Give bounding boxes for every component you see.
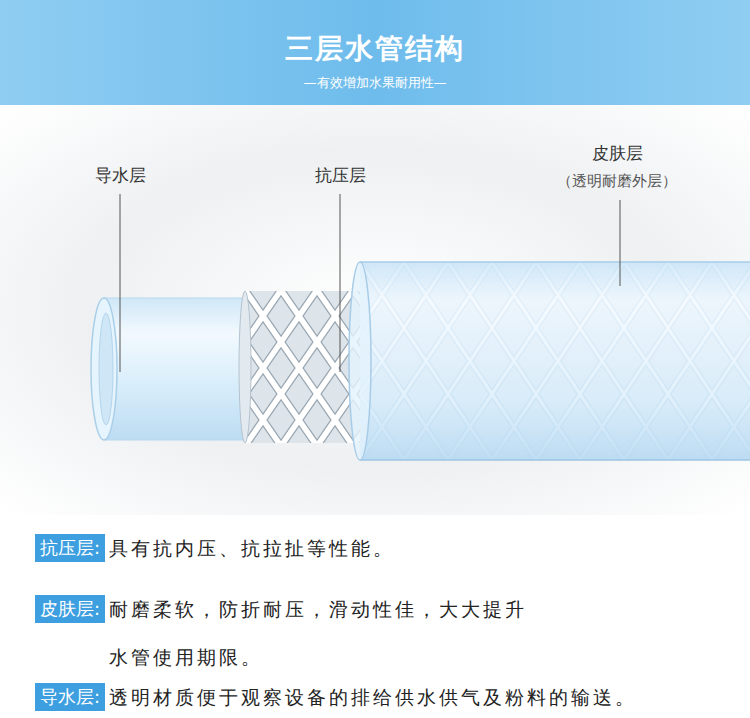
part-name: 抗压层: [315, 164, 366, 187]
layer-description: 具有抗内压、抗拉扯等性能。: [109, 524, 709, 572]
description-row: 皮肤层:耐磨柔软，防折耐压，滑动性佳，大大提升 水管使用期限。: [35, 585, 609, 681]
page-title: 三层水管结构: [285, 30, 465, 68]
layer-tag: 皮肤层:: [35, 595, 105, 623]
layer-tag: 抗压层:: [35, 534, 105, 562]
leader-line: [120, 194, 121, 372]
leader-line: [620, 200, 621, 286]
layer-description: 透明材质便于观察设备的排给供水供气及粉料的输送。: [109, 673, 729, 718]
description-row: 导水层:透明材质便于观察设备的排给供水供气及粉料的输送。: [35, 673, 729, 718]
layer-tag: 导水层:: [35, 683, 105, 711]
part-note: （透明耐磨外层）: [557, 172, 677, 191]
leader-line: [340, 194, 341, 372]
part-name: 皮肤层: [592, 142, 643, 165]
subtitle: —有效增加水果耐用性—: [304, 74, 447, 92]
layer-description: 耐磨柔软，防折耐压，滑动性佳，大大提升 水管使用期限。: [109, 585, 609, 681]
part-name: 导水层: [95, 164, 146, 187]
description-row: 抗压层:具有抗内压、抗拉扯等性能。: [35, 524, 709, 572]
